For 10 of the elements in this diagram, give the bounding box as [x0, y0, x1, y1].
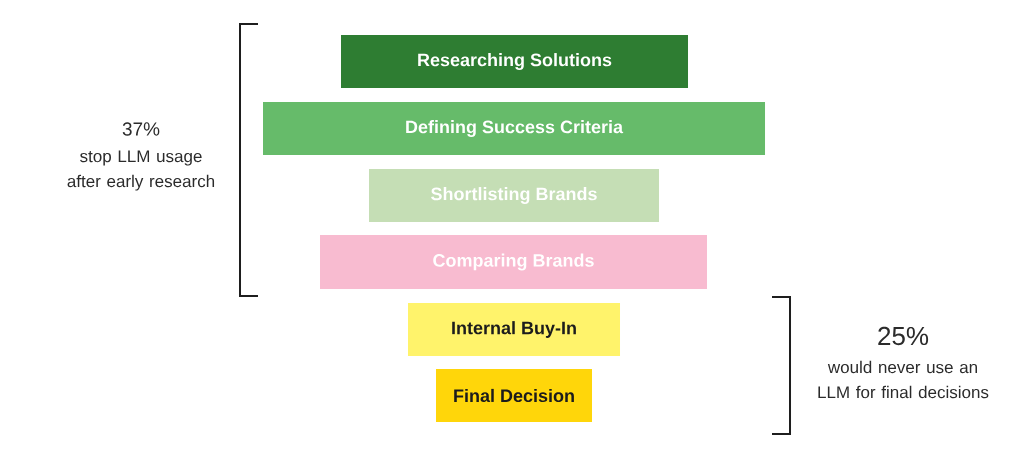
- annotation-text: stop LLM usage after early research: [67, 150, 215, 191]
- stage-bar: Defining Success Criteria: [263, 102, 765, 155]
- stage-bar: Comparing Brands: [320, 235, 707, 289]
- stage-bar: Internal Buy-In: [408, 303, 620, 356]
- stage-bar: Researching Solutions: [341, 35, 688, 88]
- stage-bar: Final Decision: [436, 369, 592, 422]
- percentage-label: 37%: [122, 122, 160, 136]
- stage-bar: Shortlisting Brands: [369, 169, 659, 222]
- percentage-label: 25%: [878, 326, 929, 346]
- annotation-text: would never use an LLM for final decisions: [818, 360, 989, 399]
